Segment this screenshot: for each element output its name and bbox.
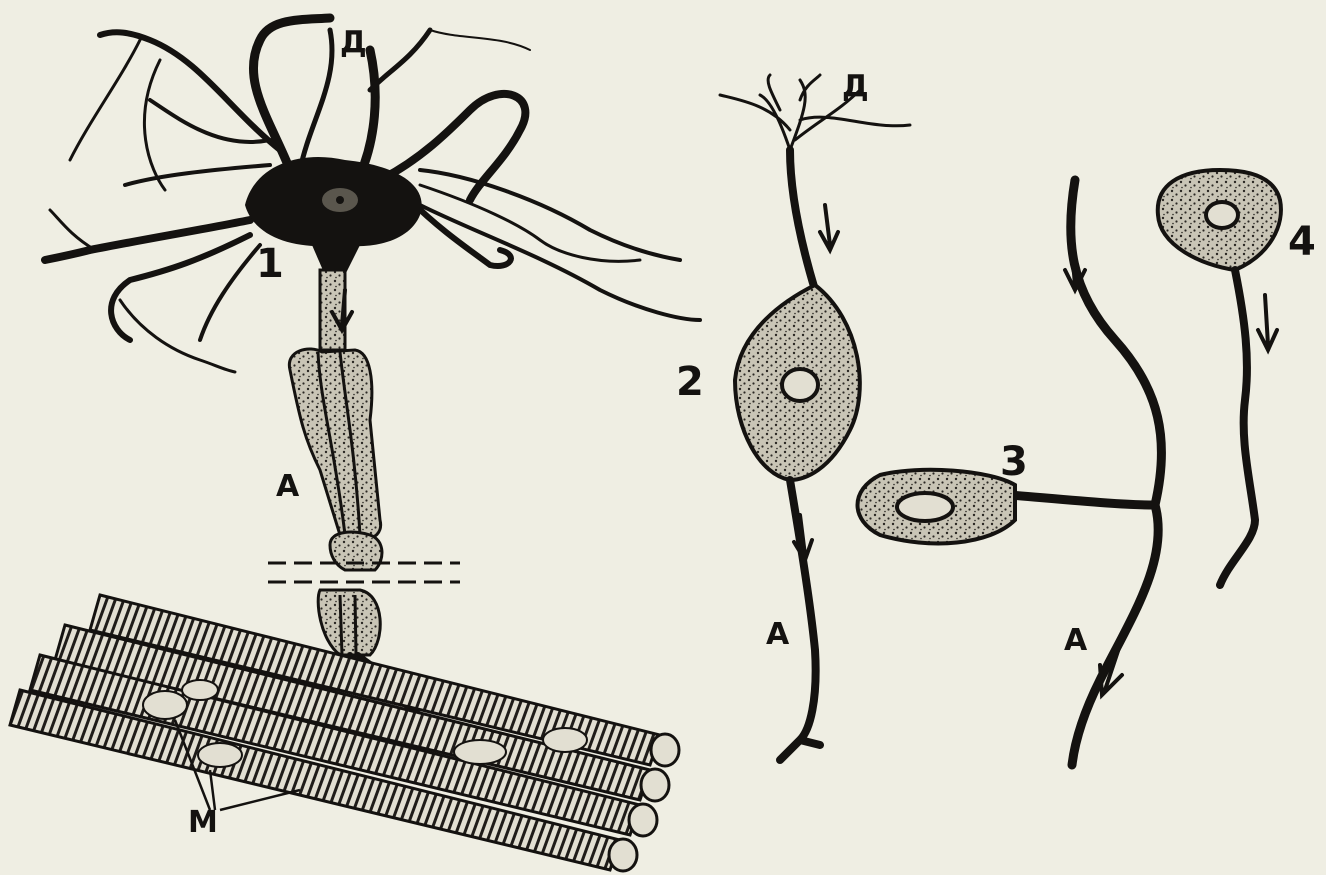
- neuron-2-axon-label: А: [766, 620, 789, 650]
- neuron-4-number: 4: [1288, 222, 1316, 262]
- neuron-1-axon-label: А: [276, 472, 299, 502]
- neuron-3-peripheral-process: [1071, 180, 1162, 505]
- neuron-1-number: 1: [256, 244, 284, 284]
- neuron-2-arrow-top-icon: [820, 205, 838, 250]
- neuron-3-nucleus: [897, 493, 953, 521]
- neuron-4-unipolar: [1158, 170, 1281, 585]
- neuron-2-number: 2: [676, 362, 704, 402]
- neuron-2-nucleus: [782, 369, 818, 401]
- neuron-3-axon-label: А: [1064, 626, 1087, 656]
- neuron-4-nucleus: [1206, 202, 1238, 228]
- neuron-3-arrow-bottom-icon: [1100, 630, 1125, 695]
- neuron-3-number: 3: [1000, 442, 1028, 482]
- muscle-label: М: [188, 808, 218, 838]
- neuron-3-stem: [1010, 495, 1155, 505]
- neuron-4-axon: [1220, 270, 1255, 585]
- neuron-4-arrow-icon: [1258, 295, 1277, 350]
- neuron-1-multipolar: [10, 18, 700, 871]
- neuron-2-dendrite-label: Д: [842, 72, 869, 102]
- neuron-2-bipolar: [720, 75, 910, 760]
- neuron-1-dendrite-label: Д: [340, 28, 367, 58]
